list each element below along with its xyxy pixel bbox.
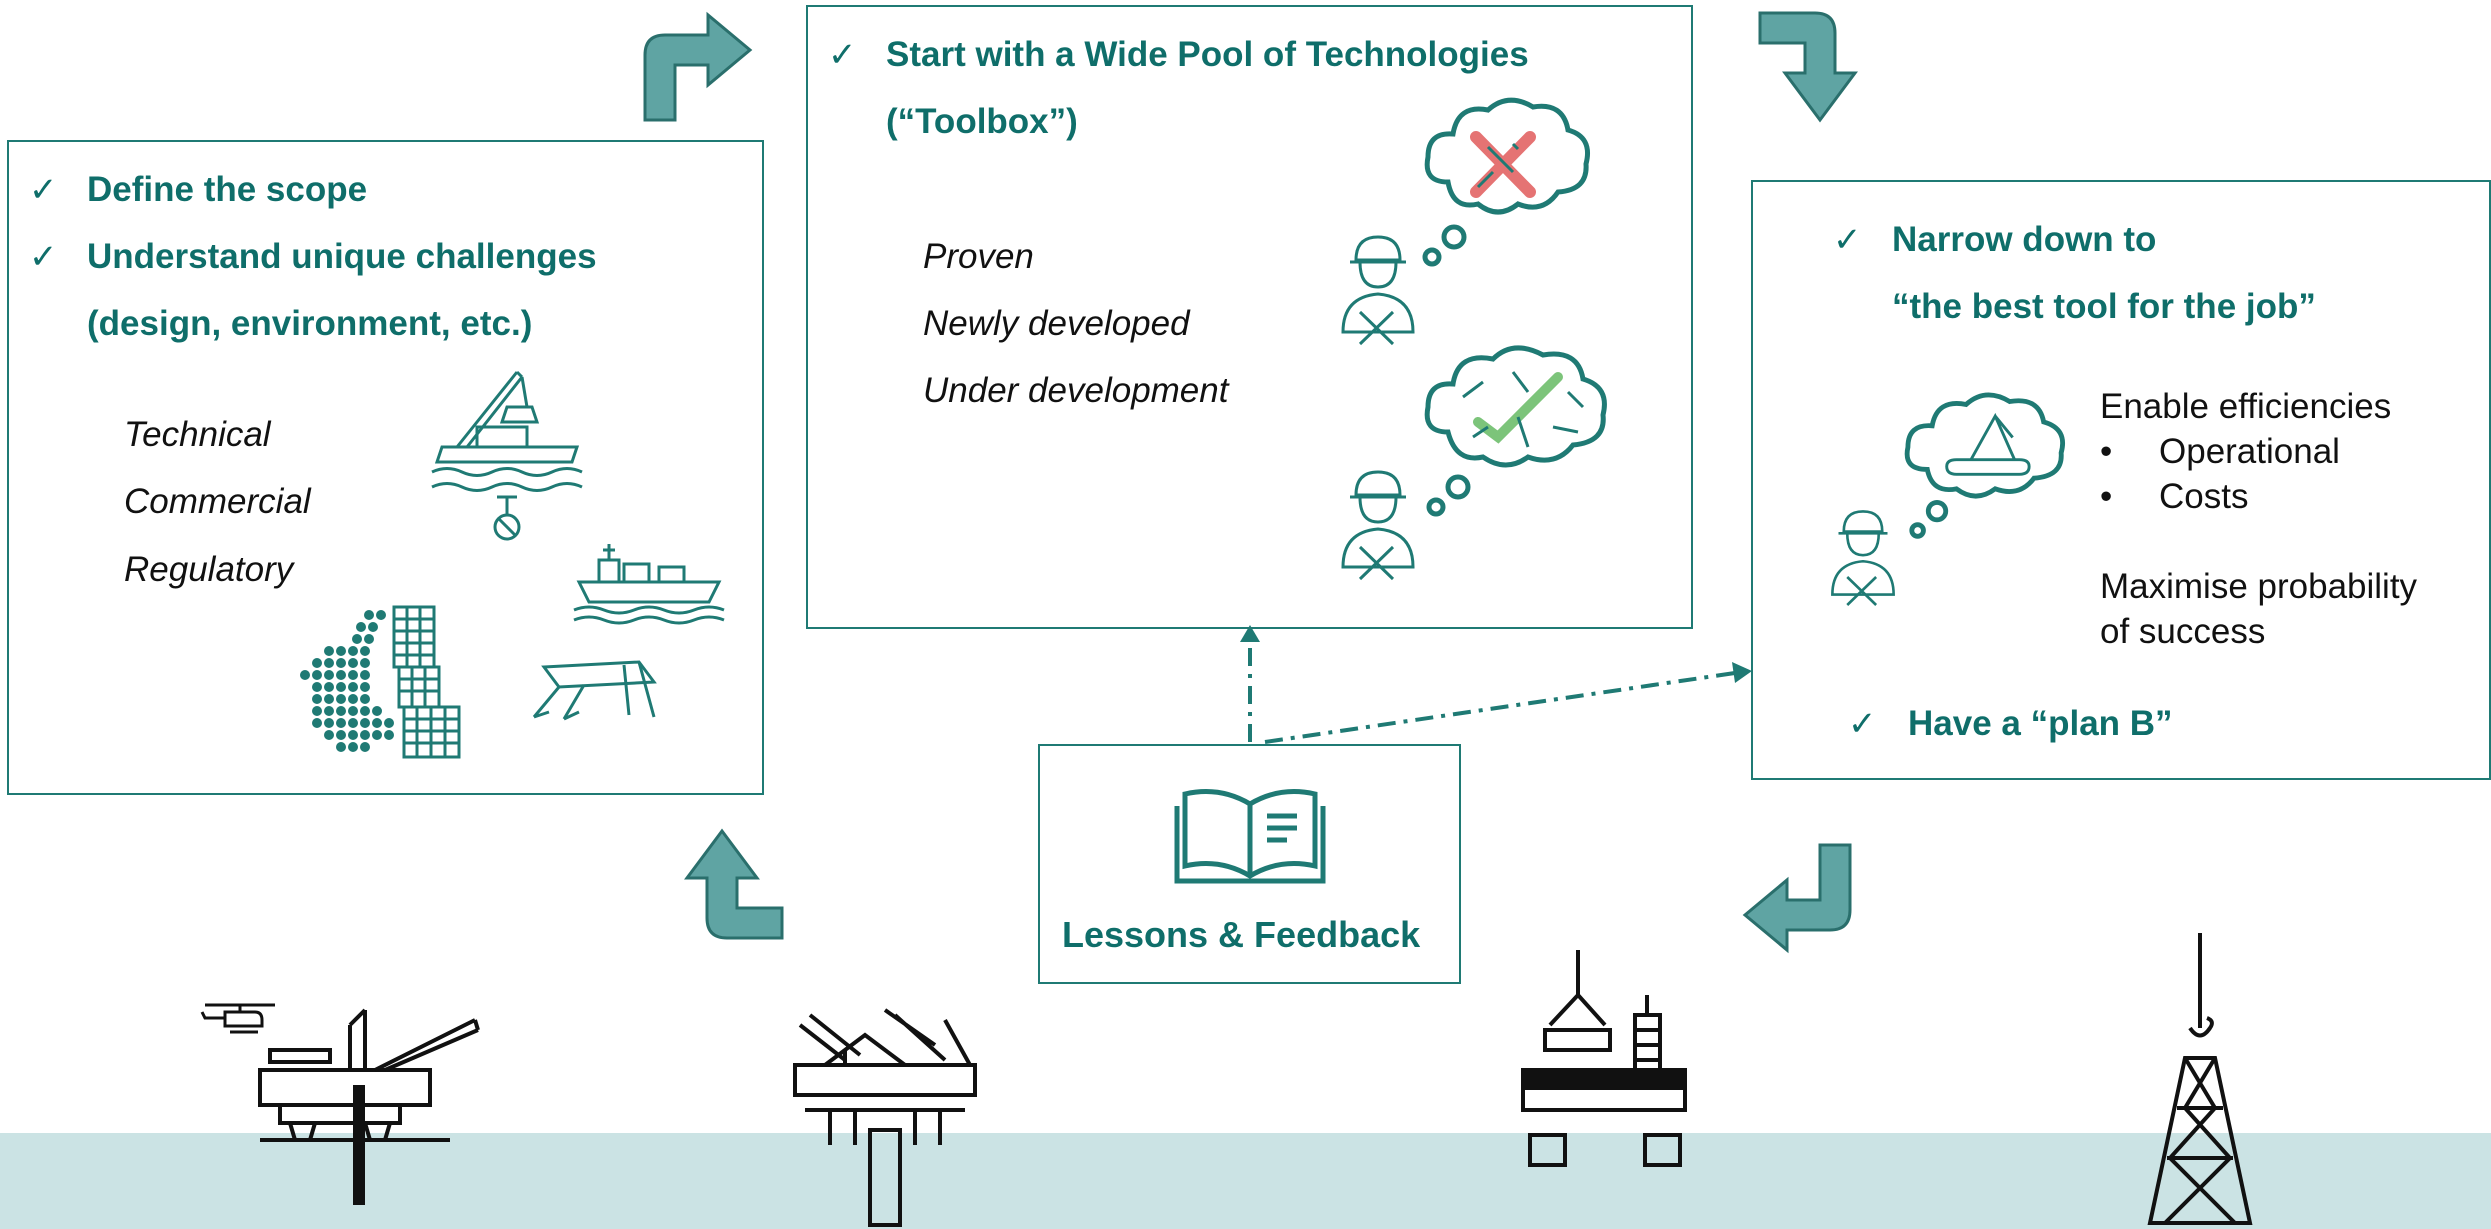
thought-cloud-icon (1904, 392, 2066, 539)
platform-icon (793, 1008, 977, 1227)
bullet-dot: • (2100, 477, 2113, 516)
scope-sub-commercial: Commercial (124, 482, 311, 521)
tools-icon (1424, 345, 1607, 517)
engineer-icon (1831, 510, 1895, 606)
check-icon: ✓ (29, 238, 58, 276)
scope-box: ✓ Define the scope ✓ Understand unique c… (7, 140, 764, 795)
toolbox-sub-new: Newly developed (923, 304, 1190, 343)
narrow-box: ✓ Narrow down to “the best tool for the … (1751, 180, 2491, 780)
narrow-title: Narrow down to (1892, 220, 2157, 259)
benefit-costs: Costs (2159, 477, 2249, 516)
ship-icon (573, 544, 725, 625)
check-icon: ✓ (828, 36, 857, 74)
narrow-title-sub: “the best tool for the job” (1892, 287, 2316, 326)
scope-item-challenges: Understand unique challenges (87, 237, 597, 276)
scope-sub-regulatory: Regulatory (124, 550, 294, 589)
bullet-dot: • (2100, 432, 2113, 471)
toolbox-title: Start with a Wide Pool of Technologies (886, 35, 1529, 74)
map-icon (300, 605, 461, 759)
benefit-operational: Operational (2159, 432, 2340, 471)
benefit-heading: Enable efficiencies (2100, 387, 2392, 426)
toolbox-title-sub: (“Toolbox”) (886, 102, 1078, 141)
scope-item-define: Define the scope (87, 170, 368, 209)
sea-band (0, 1133, 2491, 1229)
lessons-box: Lessons & Feedback (1038, 744, 1461, 984)
scope-item-challenges-detail: (design, environment, etc.) (87, 304, 533, 343)
scope-sub-technical: Technical (124, 415, 271, 454)
toolbox-sub-proven: Proven (923, 237, 1034, 276)
crane-vessel-icon (431, 370, 583, 541)
cycle-arrow-icon[interactable] (640, 10, 755, 122)
cycle-arrow-icon[interactable] (672, 828, 787, 943)
engineer-icon (1341, 235, 1415, 346)
check-icon: ✓ (29, 171, 58, 209)
toolbox-box: ✓ Start with a Wide Pool of Technologies… (806, 5, 1693, 629)
thought-cloud-icon (1422, 97, 1590, 267)
probability-line-2: of success (2100, 612, 2266, 651)
check-icon: ✓ (1833, 221, 1862, 259)
check-icon: ✓ (1848, 705, 1877, 743)
engineer-icon (1341, 470, 1415, 581)
cycle-arrow-icon[interactable] (1755, 8, 1870, 123)
probability-line-1: Maximise probability (2100, 567, 2418, 606)
platform-icon (532, 660, 657, 721)
book-icon (1174, 789, 1326, 884)
jackup-rig-icon (1521, 950, 1687, 1167)
plan-b-label: Have a “plan B” (1908, 704, 2173, 743)
jacket-icon (2147, 933, 2253, 1225)
toolbox-sub-underdev: Under development (923, 371, 1229, 410)
platform-icon (258, 1008, 480, 1205)
cycle-arrow-icon[interactable] (1740, 843, 1855, 955)
helicopter-icon (200, 1003, 275, 1034)
lessons-label: Lessons & Feedback (1062, 914, 1421, 955)
